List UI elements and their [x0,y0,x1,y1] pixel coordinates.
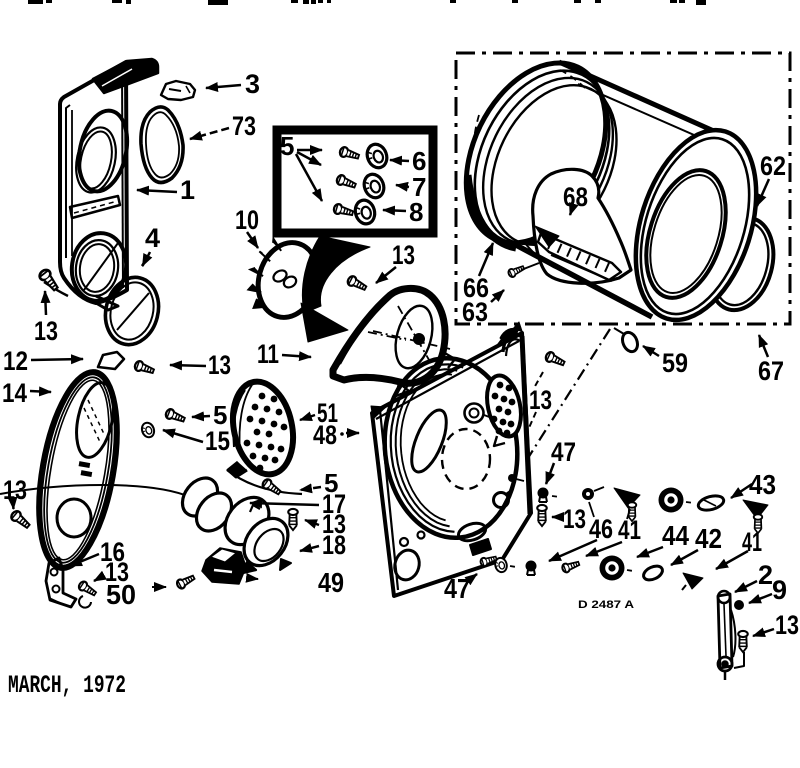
svg-text:47: 47 [551,437,576,467]
svg-text:12: 12 [3,346,28,376]
svg-text:2: 2 [758,560,773,590]
svg-text:13: 13 [105,557,129,587]
svg-text:51: 51 [317,398,338,428]
svg-text:42: 42 [695,523,722,554]
svg-text:67: 67 [758,356,784,386]
svg-text:11: 11 [257,339,279,369]
svg-text:14: 14 [2,378,27,408]
svg-text:62: 62 [760,151,786,181]
svg-text:41: 41 [618,515,641,545]
svg-text:46: 46 [589,514,613,544]
svg-text:13: 13 [529,385,552,415]
svg-text:7: 7 [412,172,426,202]
svg-text:D 2487 A: D 2487 A [578,599,634,611]
svg-text:18: 18 [322,530,346,560]
svg-text:13: 13 [563,504,586,534]
svg-text:13: 13 [208,350,231,380]
svg-text:10: 10 [235,205,259,235]
svg-text:13: 13 [34,316,58,346]
svg-text:66: 66 [463,273,489,303]
svg-text:5: 5 [213,400,227,430]
svg-text:41: 41 [742,527,762,557]
svg-text:1: 1 [180,175,195,205]
svg-text:8: 8 [409,197,423,227]
svg-text:13: 13 [392,240,415,270]
svg-text:9: 9 [772,575,787,605]
svg-text:3: 3 [245,69,260,99]
svg-text:50: 50 [106,579,136,610]
svg-text:13: 13 [775,610,799,640]
svg-text:59: 59 [662,348,688,378]
svg-text:17: 17 [322,489,346,519]
svg-text:15: 15 [205,426,230,456]
svg-text:43: 43 [749,469,776,500]
svg-text:6: 6 [412,146,426,176]
svg-text:13: 13 [322,509,346,539]
svg-text:44: 44 [662,520,689,551]
svg-text:5: 5 [324,468,338,498]
svg-text:5: 5 [280,131,294,161]
svg-text:63: 63 [462,297,488,327]
svg-text:48: 48 [313,420,337,450]
svg-text:47: 47 [444,573,470,604]
svg-text:49: 49 [318,567,344,598]
svg-text:4: 4 [145,223,160,253]
svg-text:MARCH, 1972: MARCH, 1972 [8,671,126,700]
svg-text:16: 16 [100,537,125,567]
svg-text:73: 73 [232,111,256,141]
svg-text:68: 68 [563,182,588,212]
